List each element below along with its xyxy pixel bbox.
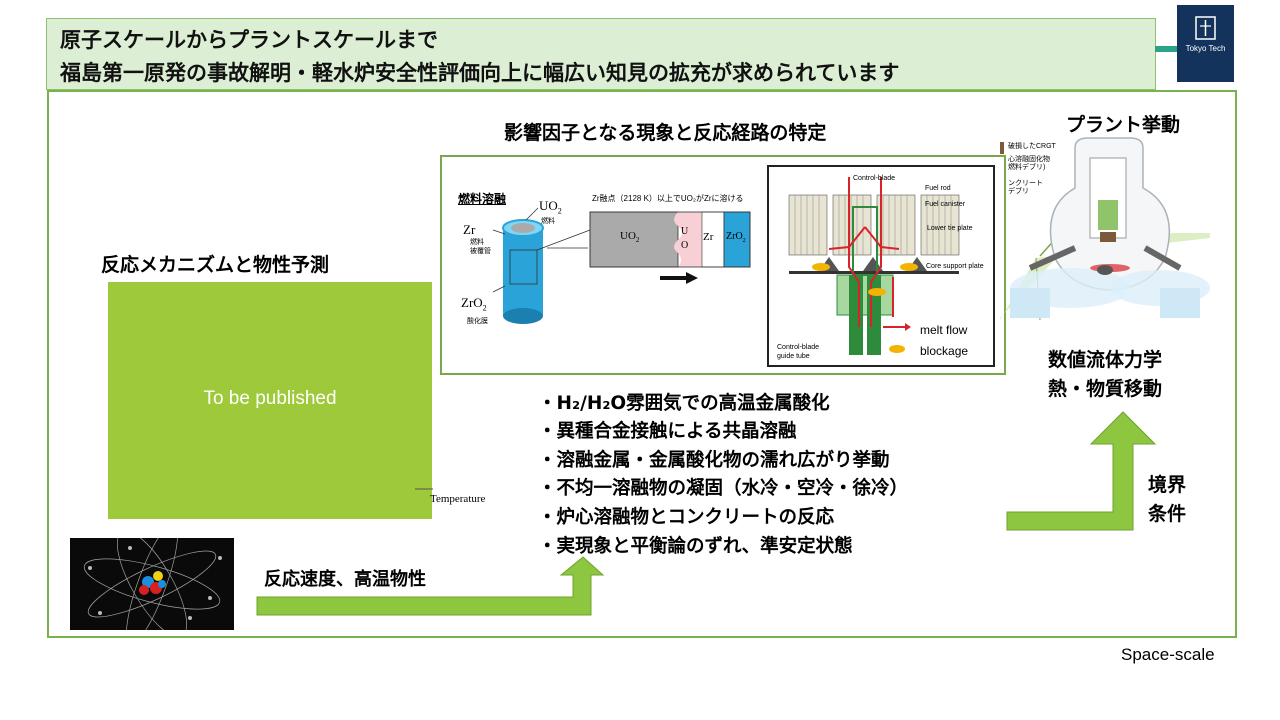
plant-label-concrete: ンクリート デブリ bbox=[1008, 180, 1043, 195]
legend-blockage: blockage bbox=[920, 344, 969, 358]
label-zro2: ZrO2 bbox=[461, 295, 487, 313]
label-control-blade: Control-blade bbox=[853, 175, 896, 182]
bullet-item-3: ・溶融金属・金属酸化物の濡れ広がり挙動 bbox=[538, 450, 890, 471]
bullet-item-6: ・実現象と平衡論のずれ、準安定状態 bbox=[538, 536, 853, 557]
label-uo2-sub: 燃料 bbox=[541, 218, 555, 225]
layer-zro2: ZrO2 bbox=[726, 231, 746, 244]
layer-uo: U O bbox=[681, 226, 689, 251]
core-melt-diagram bbox=[788, 177, 960, 355]
plant-label-crgt: 破損したCRGT bbox=[1008, 143, 1056, 150]
layer-zr: Zr bbox=[703, 231, 714, 243]
label-zr: Zr bbox=[463, 222, 476, 237]
logo-text: Tokyo Tech bbox=[1185, 44, 1226, 53]
label-zro2-sub: 酸化膜 bbox=[467, 318, 488, 325]
tokyo-tech-emblem-icon bbox=[1195, 16, 1216, 40]
boundary-label-line1: 境界 bbox=[1148, 474, 1187, 496]
bullet-item-2: ・異種合金接触による共晶溶融 bbox=[538, 421, 797, 442]
heading-plant: プラント挙動 bbox=[1066, 114, 1181, 136]
title-line-2: 福島第一原発の事故解明・軽水炉安全性評価向上に幅広い知見の拡充が求められています bbox=[60, 61, 900, 85]
legend-melt-flow: melt flow bbox=[920, 323, 968, 337]
plant-label-debris: 心溶融固化物 燃料デブリ) bbox=[1008, 156, 1050, 171]
axis-arrow bbox=[415, 488, 433, 490]
label-core-support-plate: Core support plate bbox=[926, 263, 984, 270]
bullet-item-5: ・炉心溶融物とコンクリートの反応 bbox=[538, 507, 835, 528]
label-zr-sub: 燃料 被覆管 bbox=[470, 239, 491, 255]
fuel-diagram-title: 燃料溶融 bbox=[458, 192, 507, 206]
label-guide-tube: Control-blade guide tube bbox=[777, 344, 820, 360]
reactor-plant-diagram bbox=[1000, 137, 1210, 321]
reaction-rate-label: 反応速度、高温物性 bbox=[264, 569, 426, 590]
label-lower-tie-plate: Lower tie plate bbox=[927, 225, 973, 232]
title-banner bbox=[46, 18, 1156, 90]
cfd-label-line2: 熱・物質移動 bbox=[1048, 378, 1163, 400]
label-fuel-canister: Fuel canister bbox=[925, 201, 966, 208]
bullet-item-1: ・H₂/H₂O雰囲気での高温金属酸化 bbox=[538, 393, 830, 414]
title-line-1: 原子スケールからプラントスケールまで bbox=[60, 28, 438, 52]
title-accent-bar bbox=[1155, 46, 1177, 52]
label-fuel-rod: Fuel rod bbox=[925, 185, 951, 192]
atom-image bbox=[70, 538, 234, 630]
placeholder-text: To be published bbox=[203, 388, 337, 409]
tokyo-tech-logo bbox=[1177, 5, 1234, 82]
space-scale-label: Space-scale bbox=[1121, 645, 1215, 664]
label-uo2: UO2 bbox=[539, 198, 562, 216]
main-frame bbox=[47, 90, 1237, 638]
fuel-diagram-caption: Zr融点（2128 K）以上でUO₂がZrに溶ける bbox=[592, 194, 744, 203]
unpublished-figure-placeholder bbox=[108, 282, 432, 519]
arrow-to-phenomena bbox=[256, 556, 605, 616]
heading-mechanism: 反応メカニズムと物性予測 bbox=[101, 254, 330, 276]
heading-phenomena: 影響因子となる現象と反応経路の特定 bbox=[504, 122, 827, 144]
layer-uo2: UO2 bbox=[620, 230, 640, 245]
bullet-item-4: ・不均一溶融物の凝固（水冷・空冷・徐冷） bbox=[538, 478, 909, 499]
arrow-to-plant bbox=[1006, 411, 1157, 531]
boundary-label-line2: 条件 bbox=[1148, 503, 1187, 525]
axis-label-temperature: Temperature bbox=[430, 493, 486, 505]
fuel-cladding-diagram bbox=[492, 207, 751, 324]
cfd-label-line1: 数値流体力学 bbox=[1048, 349, 1163, 371]
